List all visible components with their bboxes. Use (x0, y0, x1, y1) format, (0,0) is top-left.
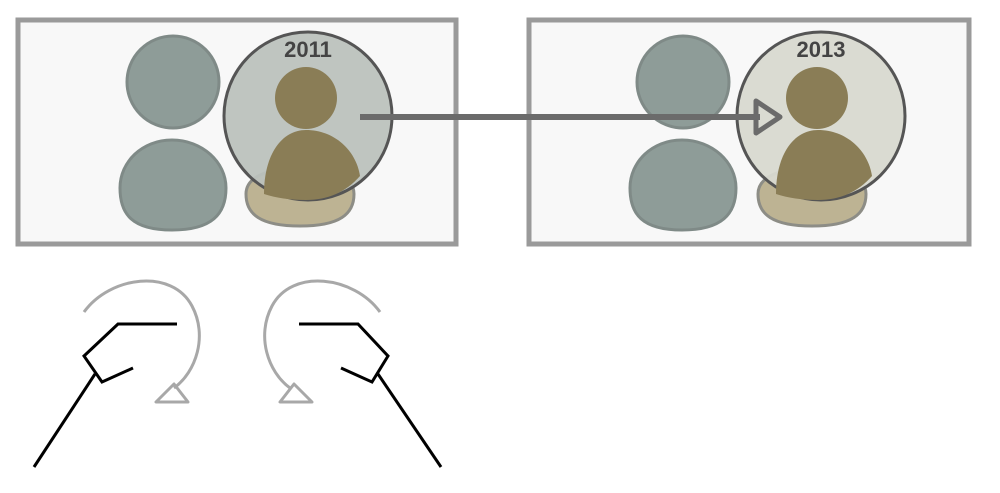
magnifier-lens: 2011 (222, 30, 394, 202)
highlighted-person-icon (776, 67, 872, 200)
highlighted-person-icon (264, 67, 360, 200)
panel-2013: 2013 (526, 17, 972, 247)
camera-arm-left (32, 322, 177, 468)
arrow-right-icon (360, 98, 783, 136)
camera-arm-right (299, 322, 443, 468)
magnifier-lens: 2013 (735, 30, 907, 202)
background-person-icon (118, 34, 228, 232)
rotate-clockwise-icon (82, 279, 201, 404)
year-label: 2011 (284, 37, 332, 62)
background-person-icon (628, 34, 738, 232)
rotate-counterclockwise-icon (263, 279, 382, 404)
panel-2011: 2011 (15, 17, 459, 247)
year-label: 2013 (797, 37, 846, 62)
